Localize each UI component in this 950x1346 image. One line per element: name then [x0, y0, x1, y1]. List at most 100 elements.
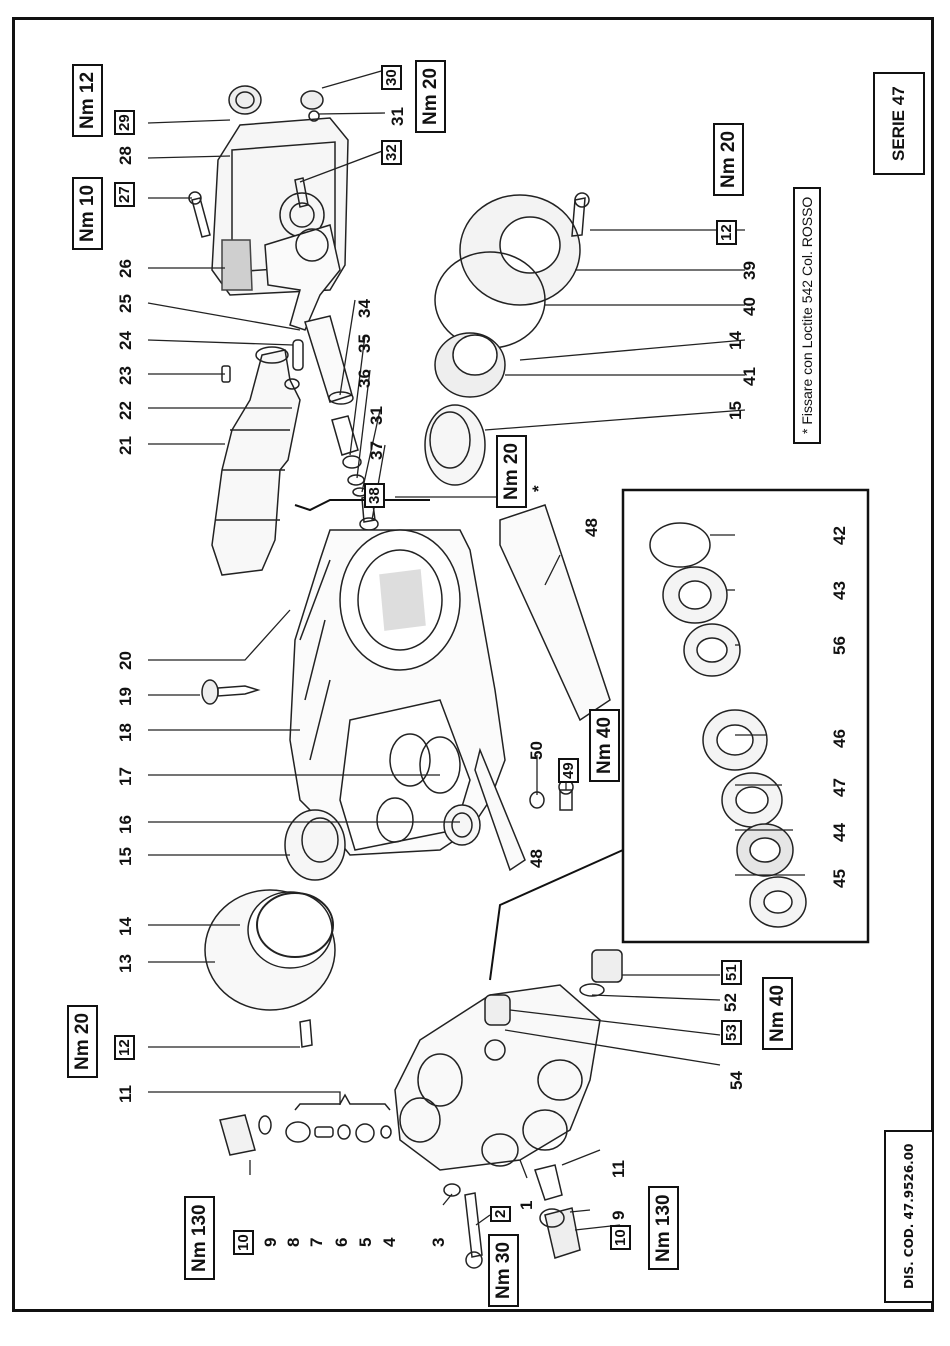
boxed-part-27: 27: [114, 182, 135, 207]
part-label-26: 26: [116, 259, 135, 278]
crankcase-part: [289, 499, 506, 856]
torque-label-nm40-49: Nm 40: [589, 708, 620, 782]
part-label-13: 13: [116, 954, 135, 973]
cap-part-29: [228, 85, 262, 115]
part-label-50: 50: [527, 741, 546, 760]
bolt-2: [464, 1192, 483, 1269]
screw-27: [188, 191, 211, 238]
part-label-3: 3: [429, 1237, 448, 1247]
torque-label-nm20-top: Nm 20: [415, 59, 446, 133]
boxed-part-53: 53: [721, 1020, 742, 1045]
boxed-part-30: 30: [381, 65, 402, 90]
part-label-48-top: 48: [582, 518, 601, 537]
part-label-44: 44: [830, 823, 849, 842]
plug-10: [539, 1207, 581, 1259]
part-label-25: 25: [116, 294, 135, 313]
cap-part-30: [300, 90, 324, 122]
part-label-23: 23: [116, 366, 135, 385]
drawing-code: DIS. COD. 47.9526.00: [884, 1129, 934, 1303]
torque-label-nm20-left: Nm 20: [67, 1004, 98, 1078]
part-label-21: 21: [116, 436, 135, 455]
part-label-22: 22: [116, 401, 135, 420]
part-label-42: 42: [830, 526, 849, 545]
piston-parts-34-37: [331, 415, 379, 531]
boxed-part-38: 38: [364, 483, 385, 508]
part-label-8: 8: [284, 1237, 303, 1247]
part-label-20: 20: [116, 651, 135, 670]
part-label-47: 47: [830, 778, 849, 797]
screw-32: [294, 177, 309, 208]
part-label-19: 19: [116, 687, 135, 706]
torque-label-nm10: Nm 10: [72, 176, 103, 250]
part-label-34: 34: [355, 299, 374, 318]
part-label-35: 35: [355, 334, 374, 353]
boxed-part-10-right: 10: [610, 1225, 631, 1250]
part-label-45: 45: [830, 869, 849, 888]
part-label-11-right: 11: [609, 1160, 628, 1178]
boxed-part-49: 49: [558, 758, 579, 783]
connecting-rod-part: [264, 224, 341, 331]
boxed-part-29: 29: [114, 110, 135, 135]
torque-label-nm12: Nm 12: [72, 63, 103, 137]
loctite-note: * Fissare con Loctite 542 Col. ROSSO: [793, 186, 821, 444]
screw-12-top: [571, 192, 590, 237]
part-label-52: 52: [721, 993, 740, 1012]
drawing-border: [12, 17, 934, 1312]
part-label-14-right: 14: [726, 331, 745, 350]
seal-41: [434, 332, 506, 398]
part-label-5: 5: [356, 1237, 375, 1247]
seal-kit-frame: [489, 488, 870, 981]
part-label-18: 18: [116, 723, 135, 742]
torque-label-nm130-right: Nm 130: [648, 1186, 679, 1270]
part-label-17: 17: [116, 767, 135, 786]
bearing-cover-39: [459, 194, 581, 306]
part-label-37: 37: [367, 441, 386, 460]
part-label-14-left: 14: [116, 917, 135, 936]
part-label-46: 46: [830, 729, 849, 748]
boxed-part-51: 51: [721, 960, 742, 985]
bearing-15-right: [424, 404, 486, 486]
part-label-9-right: 9: [609, 1210, 628, 1220]
boxed-part-12-left: 12: [114, 1035, 135, 1060]
part-label-39: 39: [740, 261, 759, 280]
valve-11: [534, 1164, 563, 1201]
flange-13: [204, 889, 336, 1011]
asterisk-marker: *: [529, 485, 548, 492]
washer-3: [443, 1183, 461, 1197]
crankshaft-part: [211, 346, 301, 576]
part-label-4: 4: [380, 1237, 399, 1247]
part-label-54: 54: [727, 1071, 746, 1090]
part-label-16: 16: [116, 815, 135, 834]
part-label-7: 7: [307, 1237, 326, 1247]
part-label-11-left: 11: [116, 1085, 135, 1103]
dipstick-19: [201, 679, 261, 705]
part-label-15-left: 15: [116, 847, 135, 866]
part-label-28: 28: [116, 146, 135, 165]
leader-lines: [147, 69, 805, 1231]
torque-label-nm20-cover: Nm 20: [713, 122, 744, 196]
plug-51: [579, 949, 623, 997]
boxed-part-12-top: 12: [716, 220, 737, 245]
seal-16: [443, 804, 481, 846]
bearing-15-left: [284, 809, 346, 881]
torque-label-nm30: Nm 30: [488, 1233, 519, 1307]
part-label-31-mid: 31: [367, 406, 386, 425]
torque-label-nm40-51: Nm 40: [762, 976, 793, 1050]
pin-24: [292, 339, 304, 371]
part-label-48-bottom: 48: [527, 849, 546, 868]
part-label-40: 40: [740, 297, 759, 316]
oring-42: [649, 522, 711, 568]
boxed-part-10-left: 10: [233, 1230, 254, 1255]
part-label-15-right: 15: [726, 401, 745, 420]
part-label-56: 56: [830, 636, 849, 655]
part-label-31-top: 31: [388, 107, 407, 126]
boxed-part-2: 2: [490, 1205, 511, 1222]
torque-label-nm130-left: Nm 130: [184, 1196, 215, 1280]
screw-12-left: [299, 1019, 313, 1048]
ring-22: [284, 378, 300, 390]
part-label-43: 43: [830, 581, 849, 600]
part-label-41: 41: [740, 367, 759, 386]
part-label-1: 1: [517, 1200, 536, 1210]
boxed-part-32: 32: [381, 140, 402, 165]
